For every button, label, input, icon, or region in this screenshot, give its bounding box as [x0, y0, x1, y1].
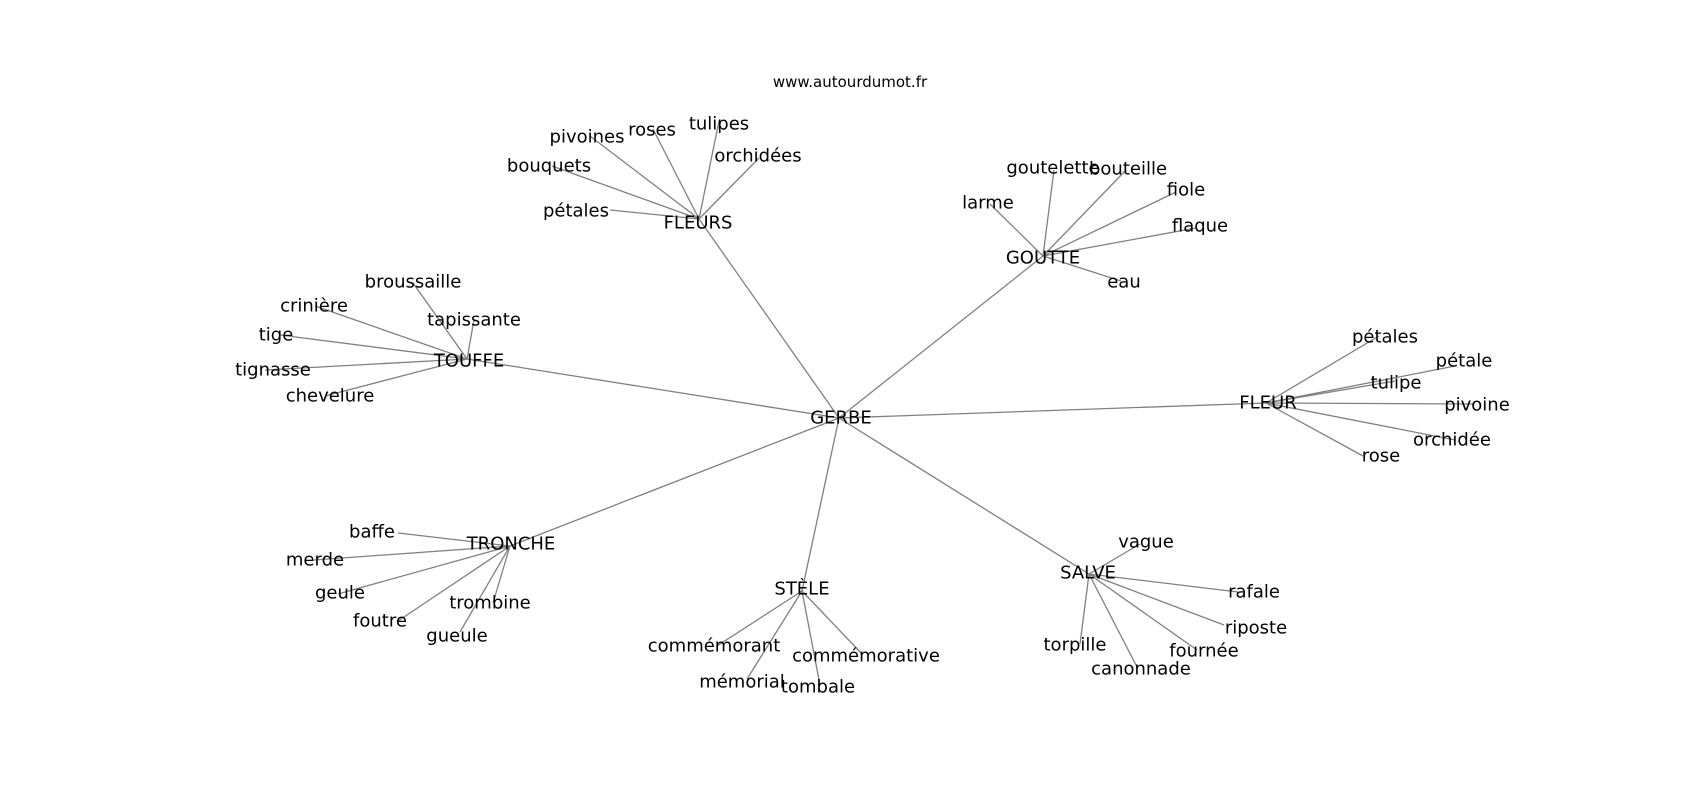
edge-hub-3-leaf-4 [1265, 402, 1456, 441]
leaf-node: gueule [426, 626, 487, 647]
leaf-node: pétales [1352, 327, 1418, 348]
leaf-node: chevelure [286, 386, 375, 407]
hub-node: FLEURS [664, 213, 733, 234]
edge-hub-0-leaf-5 [609, 209, 700, 220]
edge-hub-3-leaf-1 [1265, 365, 1456, 404]
edge-hub-4-leaf-5 [459, 545, 511, 633]
leaf-node: tombale [781, 677, 855, 698]
edge-hub-0-leaf-0 [589, 135, 700, 220]
center-node: GERBE [810, 408, 872, 429]
leaf-node: orchidée [1413, 430, 1491, 451]
edge-center-to-0 [698, 218, 840, 419]
leaf-node: tulipe [1371, 373, 1422, 394]
leaf-node: fiole [1167, 180, 1205, 201]
leaf-node: pétale [1436, 351, 1493, 372]
leaf-node: eau [1107, 272, 1141, 293]
leaf-node: orchidées [714, 146, 801, 167]
edge-hub-0-leaf-1 [652, 128, 700, 220]
leaf-node: merde [286, 550, 344, 571]
hub-node: STÈLE [774, 578, 829, 600]
hub-node: FLEUR [1239, 393, 1296, 414]
edge-hub-1-leaf-5 [1042, 255, 1122, 282]
leaf-node: riposte [1225, 618, 1287, 639]
hub-node: SALVE [1060, 563, 1116, 584]
leaf-node: rose [1362, 446, 1400, 467]
edge-hub-5-leaf-2 [746, 590, 803, 680]
leaf-node: commémorative [792, 646, 940, 667]
leaf-node: geule [315, 583, 365, 604]
leaf-node: rafale [1228, 582, 1280, 603]
edge-center-to-6 [838, 417, 1090, 575]
leaf-node: baffe [349, 522, 395, 543]
edge-hub-3-leaf-3 [1265, 402, 1475, 405]
edge-hub-1-leaf-1 [1042, 169, 1127, 257]
edge-center-to-3 [838, 402, 1267, 419]
hub-node: GOUTTE [1006, 248, 1080, 269]
edge-hub-6-leaf-5 [1088, 573, 1138, 668]
edge-center-to-4 [509, 417, 840, 547]
edge-hub-3-leaf-5 [1265, 402, 1364, 457]
leaf-node: tulipes [689, 114, 749, 135]
edge-hub-0-leaf-2 [698, 120, 720, 220]
leaf-node: fournée [1169, 641, 1238, 662]
leaf-node: pivoine [1444, 395, 1510, 416]
site-url-label: www.autourdumot.fr [772, 73, 928, 91]
edge-hub-2-leaf-0 [412, 282, 468, 360]
leaf-node: broussaille [365, 272, 462, 293]
leaf-node: roses [628, 120, 676, 141]
edge-hub-2-leaf-4 [264, 358, 468, 371]
edge-hub-4-leaf-1 [313, 545, 511, 561]
edge-hub-6-leaf-3 [1079, 573, 1090, 645]
edge-hub-2-leaf-2 [466, 319, 475, 360]
edge-hub-4-leaf-3 [492, 545, 511, 604]
edge-hub-5-leaf-3 [801, 590, 821, 686]
leaf-node: bouquets [507, 156, 591, 177]
leaf-node: flaque [1172, 216, 1228, 237]
edge-hub-5-leaf-1 [801, 590, 863, 655]
leaf-node: torpille [1044, 635, 1107, 656]
edge-hub-2-leaf-3 [279, 334, 468, 360]
edge-center-to-5 [801, 417, 840, 592]
leaf-node: goutelette [1006, 158, 1099, 179]
edge-hub-4-leaf-4 [397, 545, 511, 622]
leaf-node: tapissante [427, 310, 521, 331]
leaf-node: trombine [449, 593, 531, 614]
leaf-node: vague [1118, 532, 1174, 553]
leaf-node: crinière [280, 296, 348, 317]
edge-hub-2-leaf-5 [324, 358, 468, 397]
edge-hub-1-leaf-3 [989, 203, 1044, 257]
leaf-node: commémorant [648, 636, 781, 657]
leaf-node: foutre [353, 611, 407, 632]
edge-hub-6-leaf-2 [1088, 573, 1225, 626]
edge-hub-1-leaf-2 [1042, 191, 1177, 257]
edge-hub-4-leaf-0 [397, 532, 511, 547]
edge-hub-3-leaf-2 [1265, 380, 1396, 404]
hub-node: TOUFFE [433, 351, 504, 372]
edge-hub-1-leaf-0 [1042, 169, 1055, 257]
edge-hub-2-leaf-1 [314, 305, 468, 360]
graph-edges [264, 120, 1475, 686]
leaf-node: pivoines [550, 127, 625, 148]
edge-hub-4-leaf-2 [337, 545, 511, 595]
edge-hub-0-leaf-4 [551, 165, 700, 220]
edge-hub-6-leaf-0 [1088, 543, 1141, 575]
leaf-node: larme [962, 193, 1014, 214]
leaf-node: tignasse [235, 360, 311, 381]
edge-hub-3-leaf-0 [1265, 335, 1380, 404]
edge-center-to-1 [838, 255, 1044, 419]
edge-hub-0-leaf-3 [698, 157, 760, 220]
leaf-node: pétales [543, 201, 609, 222]
edge-hub-6-leaf-4 [1088, 573, 1198, 651]
edge-hub-5-leaf-0 [716, 590, 803, 647]
edge-center-to-2 [466, 358, 840, 419]
leaf-node: bouteille [1089, 159, 1167, 180]
leaf-node: canonnade [1091, 659, 1191, 680]
edge-hub-1-leaf-4 [1042, 227, 1197, 257]
edge-hub-6-leaf-1 [1088, 573, 1239, 593]
leaf-node: tige [259, 325, 294, 346]
leaf-node: mémorial [699, 672, 785, 693]
hub-node: TRONCHE [466, 534, 556, 555]
